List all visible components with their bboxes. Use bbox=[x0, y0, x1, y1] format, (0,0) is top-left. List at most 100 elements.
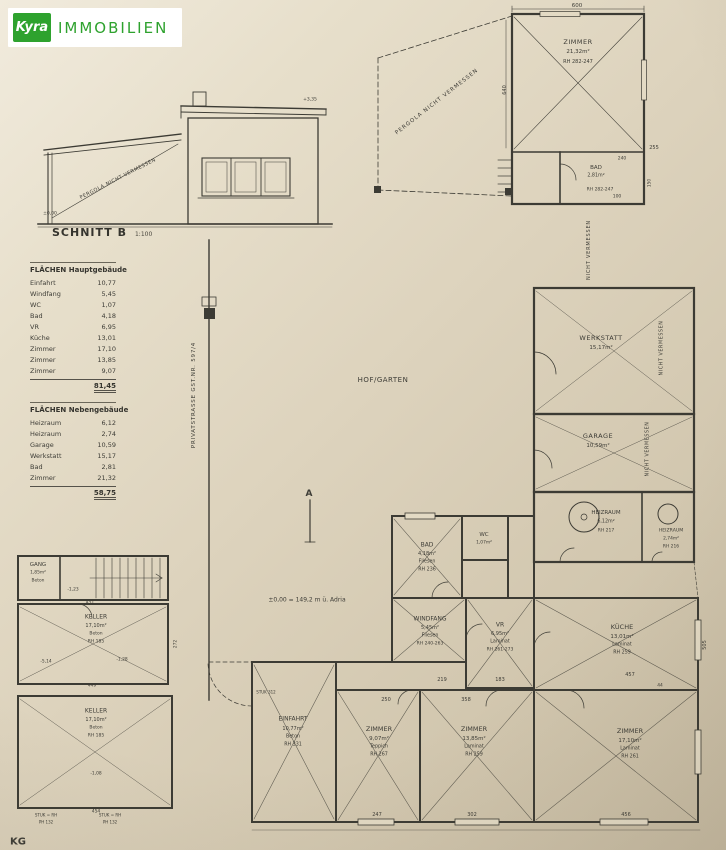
area-row-value: 13,01 bbox=[97, 334, 116, 342]
house-doors bbox=[207, 581, 585, 709]
section-title: SCHNITT B 1:100 bbox=[52, 226, 152, 239]
einfahrt-name: EINFAHRT bbox=[278, 715, 308, 723]
vr-area: 6,95m² bbox=[490, 631, 510, 637]
dim-100: 100 bbox=[612, 194, 622, 200]
dim-454: 454 bbox=[91, 809, 101, 815]
section-cut-markers bbox=[374, 186, 512, 195]
area-row-label: Werkstatt bbox=[30, 452, 62, 460]
area-row-value: 6,95 bbox=[101, 323, 116, 331]
pergola-nicht-vermessen-elev: PERGOLA NICHT VERMESSEN bbox=[78, 157, 158, 201]
heizraum2-area: 2,74m² bbox=[663, 536, 679, 542]
area-row: Küche 13,01 bbox=[30, 333, 116, 344]
keller1-rh: RH 185 bbox=[87, 639, 105, 645]
dim-457: 457 bbox=[625, 672, 635, 678]
stuk-right-2: PH 132 bbox=[102, 819, 118, 825]
wc-name: WC bbox=[479, 532, 489, 538]
elev-null: ±0,00 bbox=[43, 211, 57, 217]
kueche-area: 13,01m² bbox=[610, 634, 634, 640]
cellar-plan bbox=[17, 555, 173, 809]
vr-rh: RH 261-273 bbox=[486, 647, 514, 653]
kueche-floor: Laminat bbox=[612, 642, 632, 648]
zimmer-l-rh: RH 267 bbox=[370, 752, 388, 758]
area-row: Heizraum 2,74 bbox=[30, 429, 116, 440]
heizraum2-rh: RH 216 bbox=[662, 544, 680, 550]
zimmer-l-floor: Teppich bbox=[369, 744, 389, 750]
area-row-label: Zimmer bbox=[30, 356, 56, 364]
vr-floor: Laminat bbox=[490, 639, 510, 645]
einfahrt-area: 10,77m² bbox=[282, 726, 304, 732]
windfang-name: WINDFANG bbox=[413, 615, 447, 623]
area-row-value: 9,07 bbox=[101, 367, 116, 375]
dim-247: 247 bbox=[372, 812, 382, 818]
bad-area: 4,18m² bbox=[417, 551, 437, 557]
house-windows bbox=[357, 512, 702, 826]
area-row-value: 1,07 bbox=[101, 301, 116, 309]
keller2-floor: Beton bbox=[89, 725, 103, 731]
section-scale: 1:100 bbox=[134, 231, 153, 238]
keller2-rh: RH 185 bbox=[87, 733, 105, 739]
dim-449: 449 bbox=[87, 683, 97, 689]
stuk-left-2: PH 132 bbox=[38, 819, 54, 825]
area-row-value: 10,77 bbox=[97, 279, 116, 287]
area-row-label: Zimmer bbox=[30, 367, 56, 375]
area-row-value: 21,32 bbox=[97, 474, 116, 482]
gang-floor: Beton bbox=[31, 578, 45, 584]
dim-m108: -1,08 bbox=[90, 771, 102, 777]
werkstatt-area: 15,17m² bbox=[589, 345, 613, 351]
nicht-vermessen-3: NICHT VERMESSEN bbox=[645, 421, 651, 477]
bad-top-name: BAD bbox=[590, 165, 602, 171]
werkstatt-plan bbox=[532, 286, 696, 416]
areas-haupt-total: 81,45 bbox=[93, 382, 116, 393]
heizraum1-name: HEIZRAUM bbox=[591, 510, 621, 516]
privatstrasse: PRIVATSTRASSE GST.NR. 597/4 bbox=[191, 341, 197, 449]
area-row-label: Bad bbox=[30, 312, 43, 320]
area-row-label: Küche bbox=[30, 334, 50, 342]
keller1-area: 17,10m² bbox=[85, 623, 107, 629]
area-row: Zimmer 9,07 bbox=[30, 366, 116, 377]
area-row-value: 2,74 bbox=[101, 430, 116, 438]
area-row: WC 1,07 bbox=[30, 300, 116, 311]
area-row-label: Heizraum bbox=[30, 430, 62, 438]
stuk-312: STUK 312 bbox=[256, 689, 276, 695]
windfang-area: 5,45m² bbox=[420, 625, 440, 631]
area-row-label: WC bbox=[30, 301, 41, 309]
zimmer-top-name: ZIMMER bbox=[563, 38, 593, 46]
site-boundary bbox=[201, 239, 253, 701]
zimmer-r-rh: RH 261 bbox=[621, 754, 639, 760]
garage-area: 10,59m² bbox=[586, 443, 610, 449]
windfang-rh: RH 240-263 bbox=[416, 641, 444, 647]
zimmer-top-area: 21,32m² bbox=[566, 49, 590, 55]
kueche-name: KÜCHE bbox=[610, 623, 634, 631]
dim-640: 640 bbox=[502, 85, 508, 95]
area-row: Werkstatt 15,17 bbox=[30, 451, 116, 462]
zimmer-r-floor: Laminat bbox=[620, 746, 640, 752]
area-row-value: 4,18 bbox=[101, 312, 116, 320]
dim-m128: -1,28 bbox=[116, 657, 128, 663]
werkstatt-name: WERKSTATT bbox=[579, 334, 623, 342]
dim-m514: -5,14 bbox=[40, 659, 52, 665]
area-row-value: 15,17 bbox=[97, 452, 116, 460]
heizraum1-area: 6,12m² bbox=[597, 519, 615, 525]
areas-neben-title: FLÄCHEN Nebengebäude bbox=[30, 402, 128, 414]
zimmer-r-name: ZIMMER bbox=[616, 727, 644, 735]
dim-219: 219 bbox=[437, 677, 447, 683]
zimmer-m-rh: RH 259 bbox=[465, 752, 483, 758]
pergola-nicht-vermessen-plan: PERGOLA NICHT VERMESSEN bbox=[394, 67, 480, 137]
area-row-value: 10,59 bbox=[97, 441, 116, 449]
section-a-label: A bbox=[305, 489, 313, 499]
area-row-value: 5,45 bbox=[101, 290, 116, 298]
house-ground-plan bbox=[251, 515, 699, 823]
gang-area: 1,85m² bbox=[30, 570, 46, 576]
dim-358: 358 bbox=[461, 697, 471, 703]
logo-company: IMMOBILIEN bbox=[58, 18, 169, 37]
areas-neben-total-row: 58,75 bbox=[30, 486, 116, 500]
zimmer-m-name: ZIMMER bbox=[460, 725, 488, 733]
area-row-label: Garage bbox=[30, 441, 54, 449]
